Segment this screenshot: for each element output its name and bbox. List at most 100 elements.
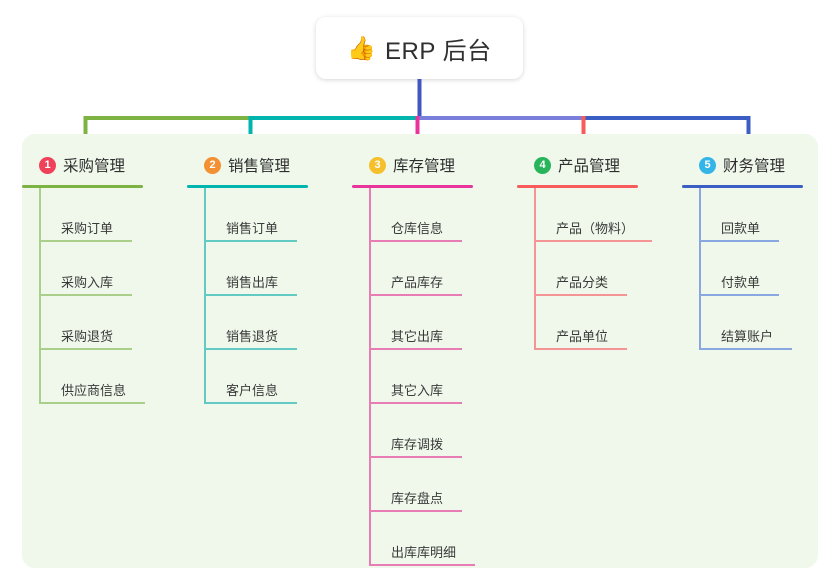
leaf-item[interactable]: 回款单 [699,188,803,242]
leaf-item[interactable]: 销售订单 [204,188,308,242]
leaf-label: 销售出库 [226,275,279,290]
leaf-underline [369,348,462,350]
leaf-underline [369,564,475,566]
branch-header-1[interactable]: 1 采购管理 [22,148,143,182]
branch-leaf-list: 采购订单采购入库采购退货供应商信息 [39,188,145,404]
leaf-underline [204,294,297,296]
branch-column-1: 1 采购管理采购订单采购入库采购退货供应商信息 [22,148,145,404]
leaf-label: 采购订单 [61,221,114,236]
root-node-title: ERP 后台 [385,37,492,65]
leaf-underline [699,348,792,350]
branch-number-badge: 3 [369,156,386,174]
branch-header-3[interactable]: 3 库存管理 [352,148,473,182]
branch-header-rule [682,185,803,188]
branch-spine [39,188,41,404]
branch-number-badge: 4 [534,156,551,174]
leaf-underline [369,402,462,404]
leaf-underline [39,402,145,404]
leaf-item[interactable]: 产品分类 [534,242,638,296]
diagram-panel [22,134,818,568]
branch-number-badge: 1 [39,156,56,174]
leaf-label: 出库库明细 [391,545,457,560]
root-node-card[interactable]: 👍 ERP 后台 [316,17,523,79]
leaf-underline [534,240,652,242]
leaf-label: 产品库存 [391,275,444,290]
leaf-underline [204,240,297,242]
leaf-item[interactable]: 出库库明细 [369,512,475,566]
leaf-item[interactable]: 结算账户 [699,296,803,350]
branch-spine [699,188,701,350]
branch-header-4[interactable]: 4 产品管理 [517,148,638,182]
leaf-underline [369,510,462,512]
leaf-label: 其它入库 [391,383,444,398]
leaf-label: 仓库信息 [391,221,444,236]
branch-leaf-list: 回款单付款单结算账户 [699,188,803,350]
branch-title: 采购管理 [63,158,126,175]
branch-number-badge: 5 [699,156,716,174]
leaf-label: 供应商信息 [61,383,127,398]
branch-title: 销售管理 [228,158,291,175]
leaf-label: 产品（物料） [556,221,635,236]
leaf-label: 产品单位 [556,329,609,344]
leaf-item[interactable]: 供应商信息 [39,350,145,404]
leaf-underline [204,402,297,404]
leaf-underline [39,348,132,350]
leaf-label: 其它出库 [391,329,444,344]
branch-column-3: 3 库存管理仓库信息产品库存其它出库其它入库库存调拨库存盘点出库库明细 [352,148,475,566]
branch-header-rule [22,185,143,188]
leaf-underline [534,294,627,296]
branch-number-badge: 2 [204,156,221,174]
leaf-item[interactable]: 客户信息 [204,350,308,404]
leaf-label: 采购入库 [61,275,114,290]
leaf-label: 产品分类 [556,275,609,290]
branch-title: 产品管理 [558,158,621,175]
leaf-item[interactable]: 库存调拨 [369,404,473,458]
leaf-label: 回款单 [721,221,761,236]
leaf-item[interactable]: 采购退货 [39,296,143,350]
leaf-underline [39,294,132,296]
branch-spine [534,188,536,350]
branch-header-rule [187,185,308,188]
leaf-underline [534,348,627,350]
leaf-item[interactable]: 产品（物料） [534,188,652,242]
branch-spine [204,188,206,404]
leaf-underline [204,348,297,350]
branch-column-4: 4 产品管理产品（物料） 产品分类产品单位 [517,148,652,350]
branch-header-2[interactable]: 2 销售管理 [187,148,308,182]
leaf-underline [699,240,779,242]
leaf-underline [369,294,462,296]
leaf-item[interactable]: 其它入库 [369,350,473,404]
leaf-item[interactable]: 采购订单 [39,188,143,242]
leaf-underline [369,240,462,242]
leaf-item[interactable]: 产品单位 [534,296,638,350]
leaf-item[interactable]: 采购入库 [39,242,143,296]
leaf-label: 付款单 [721,275,761,290]
branch-leaf-list: 销售订单销售出库销售退货客户信息 [204,188,308,404]
leaf-label: 结算账户 [721,329,774,344]
branch-spine [369,188,371,566]
branch-header-rule [352,185,473,188]
branch-title: 库存管理 [393,158,456,175]
leaf-underline [699,294,779,296]
leaf-label: 销售订单 [226,221,279,236]
branch-header-rule [517,185,638,188]
leaf-label: 销售退货 [226,329,279,344]
leaf-item[interactable]: 库存盘点 [369,458,473,512]
leaf-item[interactable]: 付款单 [699,242,803,296]
thumbs-up-icon: 👍 [347,34,377,61]
branch-leaf-list: 产品（物料） 产品分类产品单位 [534,188,652,350]
leaf-item[interactable]: 产品库存 [369,242,473,296]
leaf-underline [39,240,132,242]
branch-leaf-list: 仓库信息产品库存其它出库其它入库库存调拨库存盘点出库库明细 [369,188,475,566]
leaf-underline [369,456,462,458]
leaf-item[interactable]: 仓库信息 [369,188,473,242]
leaf-label: 库存盘点 [391,491,444,506]
leaf-item[interactable]: 其它出库 [369,296,473,350]
leaf-item[interactable]: 销售退货 [204,296,308,350]
branch-column-2: 2 销售管理销售订单销售出库销售退货客户信息 [187,148,308,404]
leaf-label: 库存调拨 [391,437,444,452]
leaf-item[interactable]: 销售出库 [204,242,308,296]
leaf-label: 采购退货 [61,329,114,344]
